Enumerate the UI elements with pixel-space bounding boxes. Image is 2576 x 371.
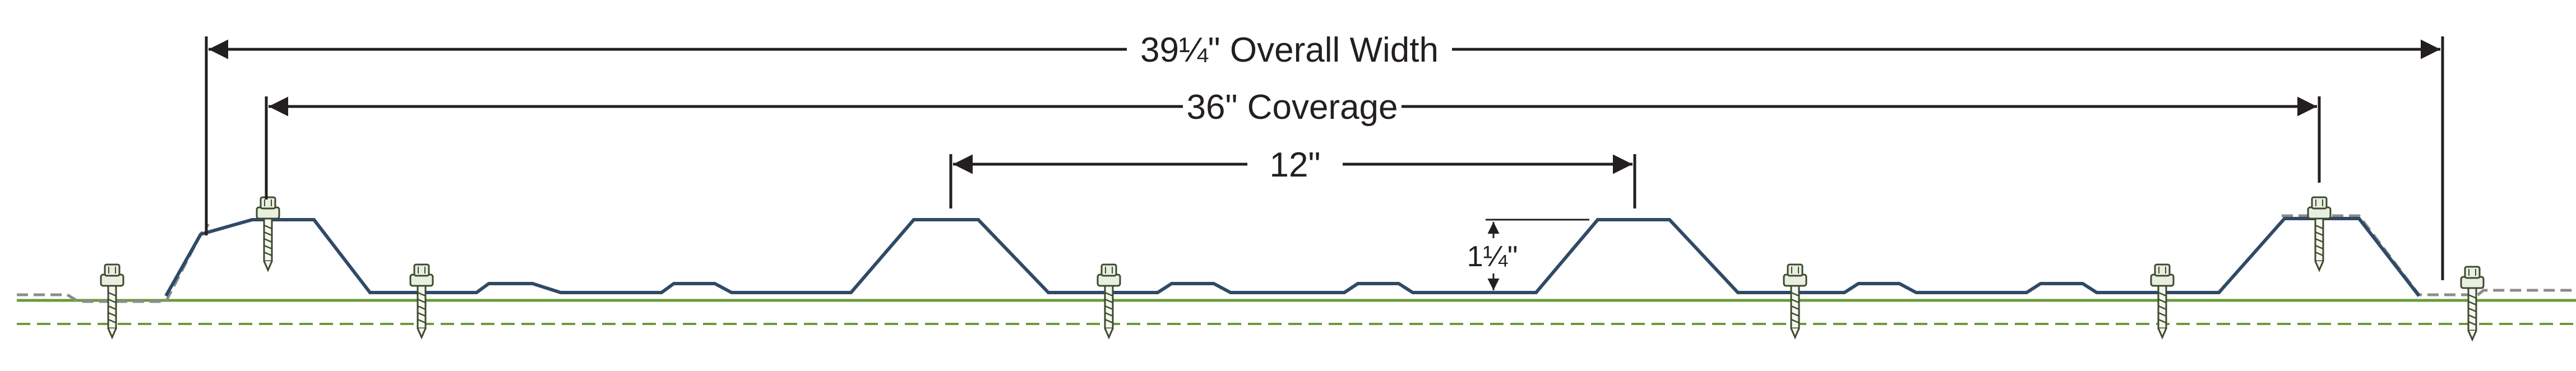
rib-height-label: 1¼" (1467, 240, 1518, 273)
coverage-label: 36" Coverage (1186, 88, 1398, 127)
panel-profile (164, 217, 2421, 297)
overall-width-label: 39¼" Overall Width (1140, 31, 1439, 69)
fastener-rib-1 (256, 196, 280, 271)
rib-spacing-label: 12" (1270, 146, 1321, 184)
right-sidelap-dashed (2282, 214, 2576, 296)
fastener-rib-4 (2307, 196, 2332, 271)
fastener-right-lap (2460, 266, 2485, 341)
